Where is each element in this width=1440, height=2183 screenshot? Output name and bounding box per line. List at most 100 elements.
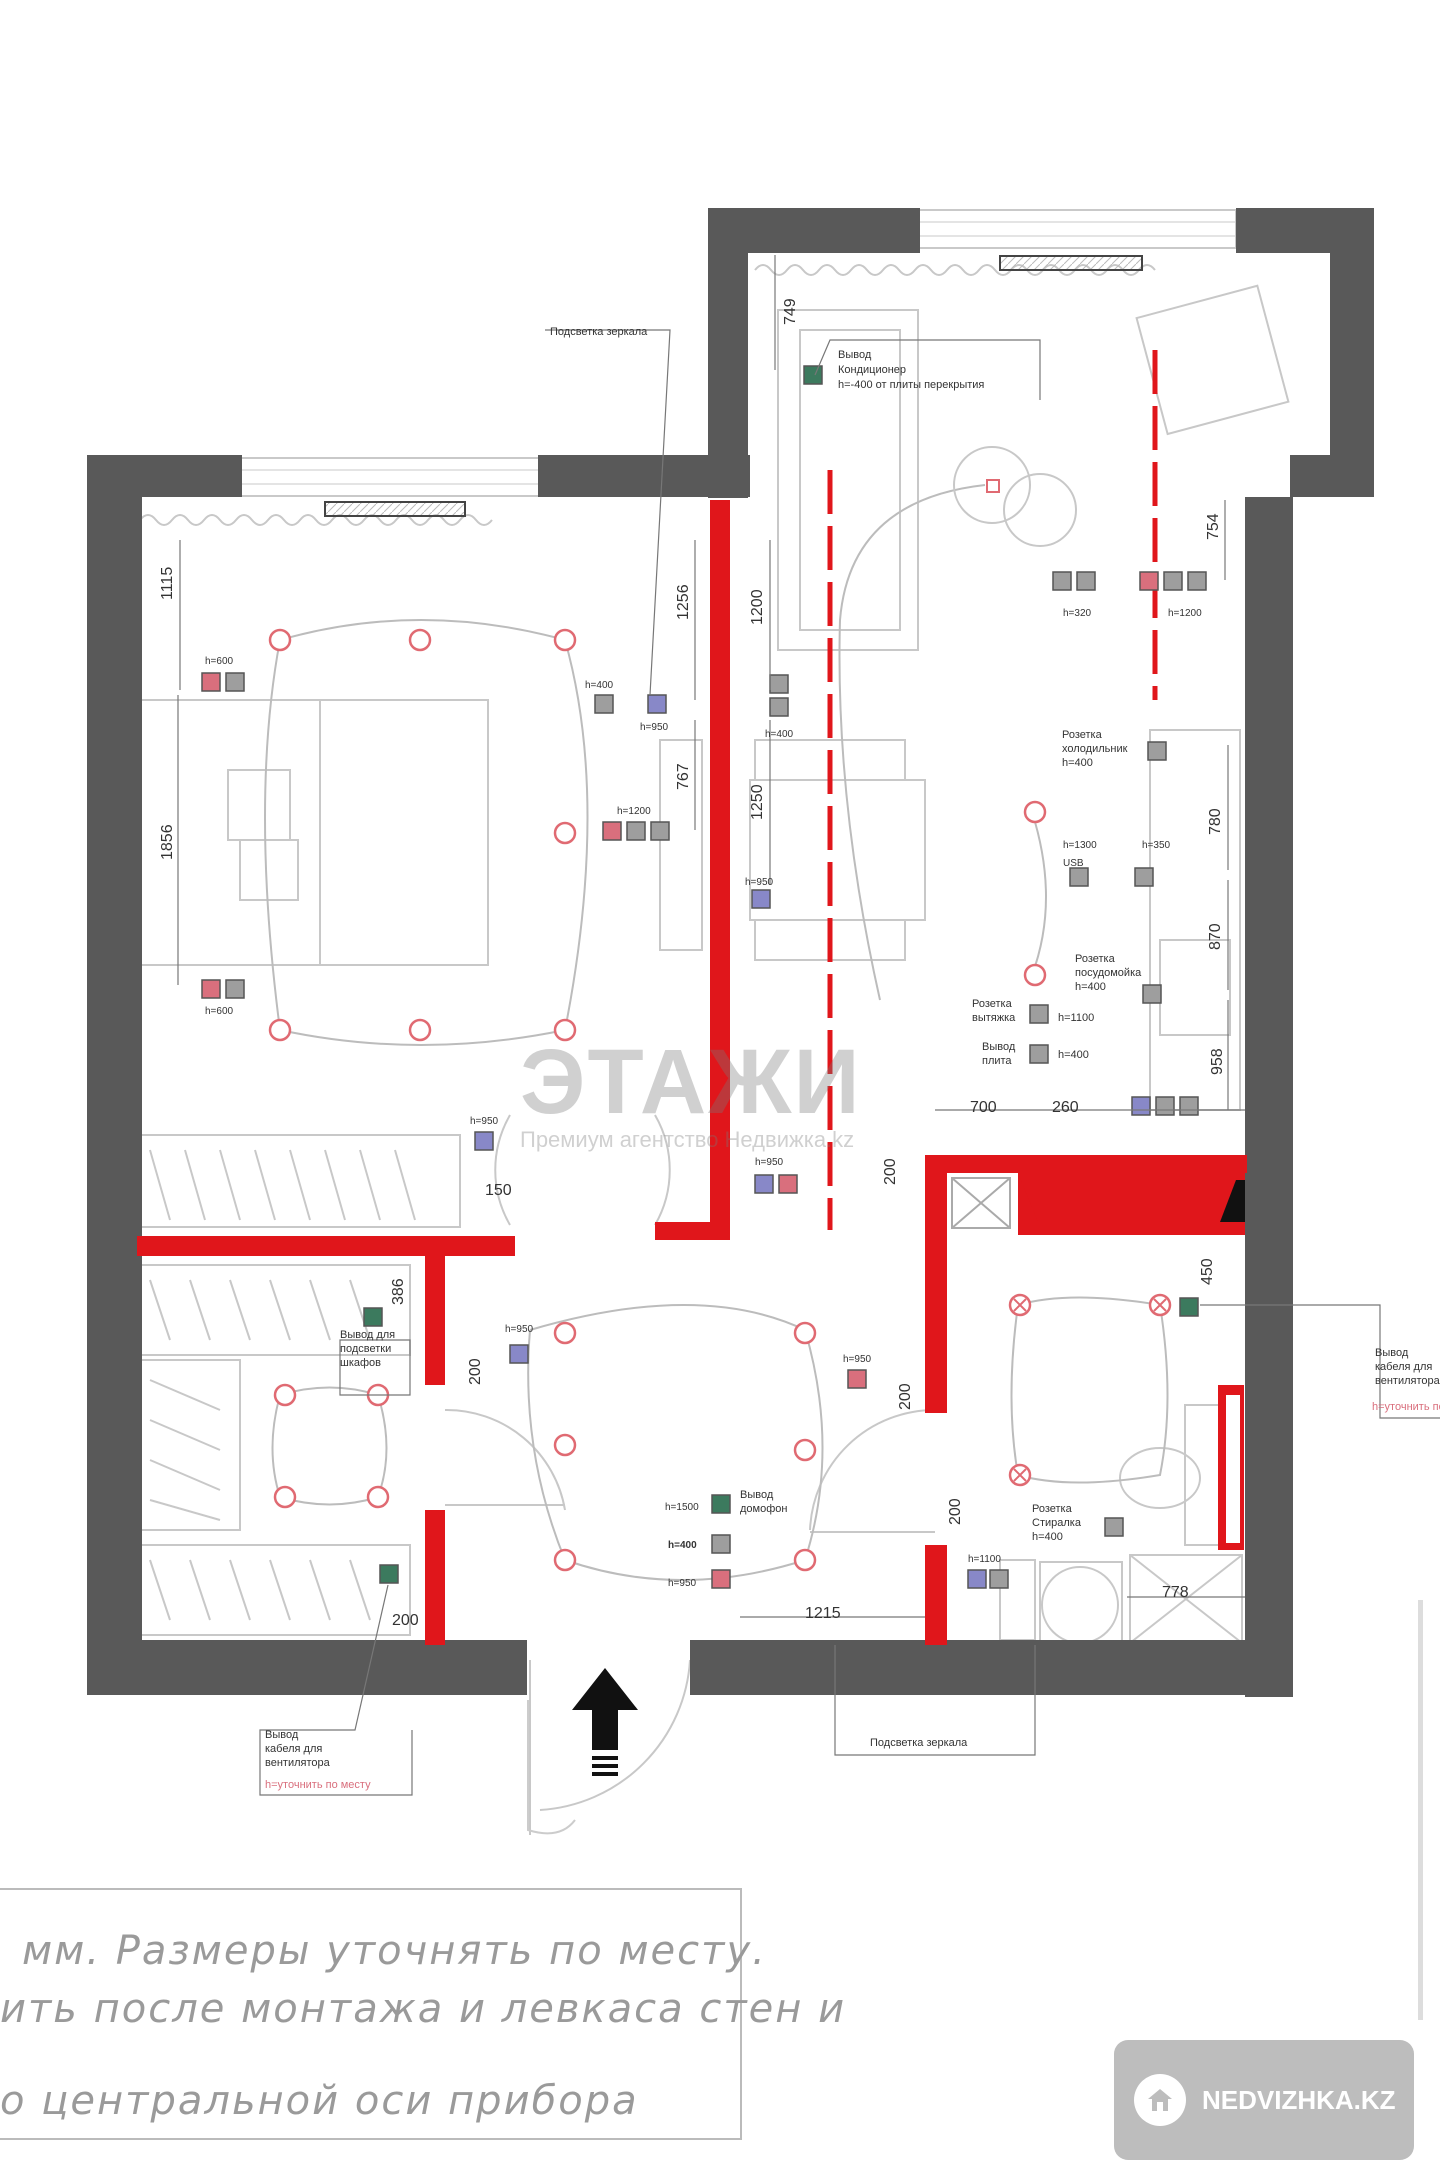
svg-text:h=320: h=320 — [1063, 608, 1092, 619]
window-living — [917, 209, 1237, 249]
svg-text:150: 150 — [485, 1182, 512, 1199]
svg-text:вентилятора: вентилятора — [1375, 1375, 1440, 1387]
svg-text:h=950: h=950 — [505, 1324, 534, 1335]
svg-text:h=950: h=950 — [745, 877, 774, 888]
svg-text:Вывод для: Вывод для — [340, 1329, 395, 1341]
svg-text:Вывод: Вывод — [265, 1729, 299, 1741]
windows — [239, 209, 1237, 517]
svg-text:h=350: h=350 — [1142, 840, 1171, 851]
notes-box: мм. Размеры уточнять по месту. ить после… — [0, 1888, 844, 2140]
svg-text:1256: 1256 — [675, 584, 692, 620]
svg-text:749: 749 — [782, 298, 799, 325]
svg-text:плита: плита — [982, 1055, 1012, 1067]
badge-label: NEDVIZHKA.KZ — [1202, 2084, 1396, 2115]
annotation-labels: Подсветка зеркала Вывод Кондиционер h=-4… — [265, 326, 1440, 1791]
dimension-lines — [177, 255, 1229, 1110]
svg-text:Вывод: Вывод — [1375, 1347, 1409, 1359]
svg-text:USB: USB — [1063, 858, 1084, 869]
watermark-brand: ЭТАЖИ — [520, 1031, 862, 1133]
svg-text:h=950: h=950 — [470, 1116, 499, 1127]
svg-text:200: 200 — [947, 1498, 964, 1525]
svg-text:шкафов: шкафов — [340, 1357, 381, 1369]
svg-text:h=950: h=950 — [755, 1157, 784, 1168]
svg-text:Розетка: Розетка — [1062, 729, 1103, 741]
svg-text:780: 780 — [1207, 808, 1224, 835]
svg-text:кабеля для: кабеля для — [265, 1743, 322, 1755]
svg-text:1250: 1250 — [749, 784, 766, 820]
entrance-arrow — [572, 1668, 638, 1776]
partitions — [137, 500, 1247, 1645]
scrollbar[interactable] — [1418, 1600, 1423, 2020]
track-lights — [827, 350, 1158, 1230]
nedvizhka-badge[interactable]: NEDVIZHKA.KZ — [1114, 2040, 1414, 2160]
svg-text:h=400: h=400 — [585, 680, 614, 691]
svg-text:778: 778 — [1162, 1584, 1189, 1601]
svg-text:h=1200: h=1200 — [617, 806, 651, 817]
bed — [139, 699, 489, 966]
svg-text:вытяжка: вытяжка — [972, 1012, 1016, 1024]
svg-text:h=уточнить по месту: h=уточнить по месту — [265, 1779, 371, 1791]
sofa — [777, 309, 919, 651]
watermark-tagline: Премиум агентство Недвижка.kz — [520, 1127, 855, 1152]
svg-text:1200: 1200 — [749, 589, 766, 625]
svg-text:h=1100: h=1100 — [1058, 1012, 1094, 1024]
svg-text:h=400: h=400 — [668, 1540, 697, 1551]
note-line-1: мм. Размеры уточнять по месту. — [22, 1928, 767, 1974]
svg-text:386: 386 — [390, 1278, 407, 1305]
svg-text:h=-400 от плиты перекрытия: h=-400 от плиты перекрытия — [838, 379, 984, 391]
note-line-3: о центральной оси прибора — [0, 2078, 639, 2124]
svg-text:h=400: h=400 — [1062, 757, 1093, 769]
svg-text:870: 870 — [1207, 923, 1224, 950]
svg-text:h=400: h=400 — [1058, 1049, 1089, 1061]
svg-text:Вывод: Вывод — [982, 1041, 1016, 1053]
svg-text:1856: 1856 — [159, 824, 176, 860]
washing-machine — [1041, 1566, 1119, 1644]
sockets — [201, 365, 1207, 1589]
mirror-light-bottom-label: Подсветка зеркала — [870, 1737, 968, 1749]
kitchen-counter — [1149, 729, 1241, 1111]
note-line-2: ить после монтажа и левкаса стен и — [0, 1986, 847, 2032]
svg-text:домофон: домофон — [740, 1503, 787, 1515]
svg-text:200: 200 — [467, 1358, 484, 1385]
leader-lines — [259, 329, 1440, 1796]
svg-text:200: 200 — [882, 1158, 899, 1185]
svg-text:Вывод: Вывод — [838, 349, 872, 361]
wardrobe-bedroom — [139, 1134, 461, 1228]
svg-text:200: 200 — [392, 1612, 419, 1629]
svg-text:Розетка: Розетка — [1075, 953, 1116, 965]
svg-text:h=400: h=400 — [765, 729, 794, 740]
svg-text:1115: 1115 — [159, 567, 176, 600]
svg-text:h=уточнить по месту: h=уточнить по месту — [1372, 1401, 1440, 1413]
armchair — [1135, 284, 1290, 436]
svg-text:450: 450 — [1199, 1258, 1216, 1285]
mirror-light-top-label: Подсветка зеркала — [550, 326, 648, 338]
svg-text:h=400: h=400 — [1032, 1531, 1063, 1543]
dining-table — [749, 779, 926, 921]
window-bedroom — [239, 457, 541, 497]
svg-text:754: 754 — [1205, 513, 1222, 540]
svg-text:h=1300: h=1300 — [1063, 840, 1097, 851]
svg-text:подсветки: подсветки — [340, 1343, 391, 1355]
dimension-labels: 1115 1856 1256 767 1200 1250 749 754 780… — [159, 298, 1226, 1629]
radiator-bedroom — [324, 501, 466, 517]
radiator-living — [999, 255, 1143, 271]
house-icon — [1134, 2074, 1186, 2126]
svg-text:Кондиционер: Кондиционер — [838, 364, 906, 376]
watermark: ЭТАЖИ Премиум агентство Недвижка.kz — [520, 1030, 862, 1153]
svg-text:h=950: h=950 — [843, 1354, 872, 1365]
svg-text:h=600: h=600 — [205, 656, 234, 667]
svg-text:h=1200: h=1200 — [1168, 608, 1202, 619]
svg-text:Вывод: Вывод — [740, 1489, 774, 1501]
svg-text:вентилятора: вентилятора — [265, 1757, 331, 1769]
svg-text:посудомойка: посудомойка — [1075, 967, 1142, 979]
svg-text:767: 767 — [675, 763, 692, 790]
svg-text:h=950: h=950 — [640, 722, 669, 733]
svg-text:Розетка: Розетка — [1032, 1503, 1073, 1515]
toilet — [1119, 1447, 1201, 1509]
svg-text:кабеля для: кабеля для — [1375, 1361, 1432, 1373]
svg-text:h=1100: h=1100 — [968, 1554, 1001, 1565]
height-labels: h=600 h=600 h=400 h=950 h=1200 h=950 h=4… — [205, 608, 1202, 1589]
svg-text:h=600: h=600 — [205, 1006, 234, 1017]
outer-walls — [87, 208, 1374, 1697]
